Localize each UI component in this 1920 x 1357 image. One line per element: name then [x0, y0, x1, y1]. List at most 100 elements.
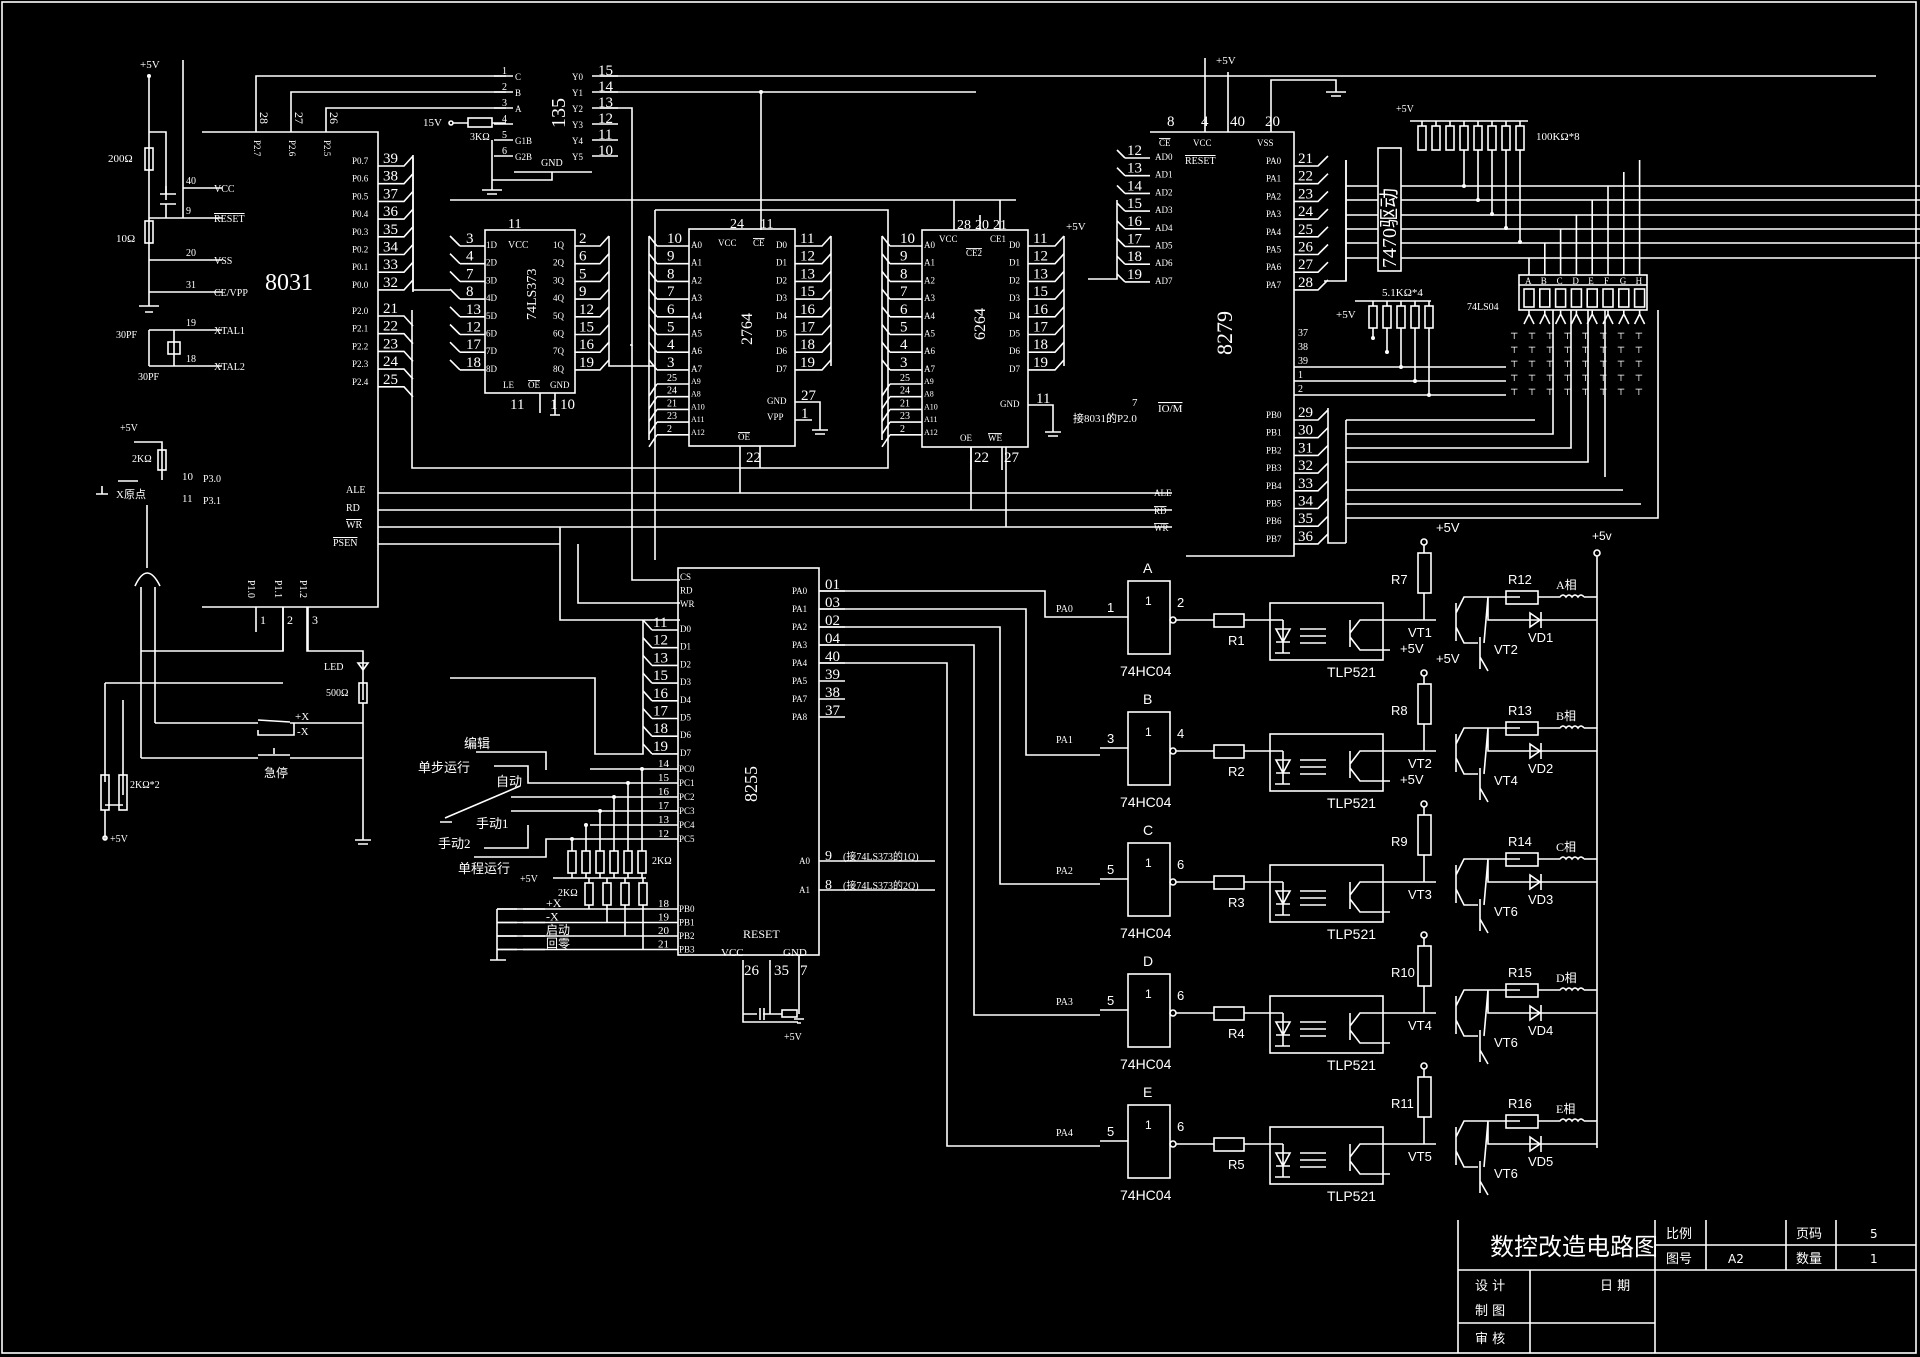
seven-seg-digit: [1539, 288, 1551, 308]
ppi-supply: +5V: [784, 1032, 803, 1043]
key-switch: ⊤: [1635, 331, 1643, 341]
pin-number: 10: [182, 471, 194, 483]
transistor-label: VT2: [1408, 756, 1432, 771]
wire: [1294, 226, 1329, 238]
key-switch: ⊤: [1563, 359, 1571, 369]
transistor-label: VT6: [1494, 904, 1518, 919]
pin-label: A1: [799, 885, 810, 895]
pin-number: 9: [579, 284, 587, 300]
pin-label: VCC: [214, 184, 235, 195]
pin-label: 5Q: [553, 311, 565, 321]
pin-label: PSEN: [333, 538, 357, 549]
wire: [378, 386, 414, 398]
inverter-bubble: [1169, 616, 1177, 624]
pin-number: 26: [327, 112, 341, 124]
pin-number: 25: [667, 373, 677, 384]
pin-number: 6: [667, 302, 675, 318]
wire: [378, 155, 414, 167]
pin-label: PC1: [679, 778, 695, 788]
resistor: [1417, 552, 1432, 594]
pin-label: A12: [691, 428, 705, 437]
wire: [642, 690, 678, 702]
gate-part: 74HC04: [1120, 1056, 1172, 1072]
pin-number: 18: [658, 898, 670, 910]
wire: [449, 270, 485, 283]
resistor: [1417, 814, 1432, 856]
wire: [1116, 273, 1150, 283]
pin-number: 38: [1298, 342, 1308, 353]
pin-number: 14: [598, 79, 614, 95]
wire: [642, 672, 678, 684]
pin-number: 9: [667, 249, 675, 265]
wire: [378, 279, 414, 291]
wire: [490, 909, 506, 961]
pin-number: 2: [1298, 384, 1303, 395]
opto-part: TLP521: [1327, 926, 1376, 942]
pin-number: 16: [1127, 214, 1143, 230]
resistor-label: R9: [1391, 834, 1408, 849]
tb-quantity-label: 数量: [1796, 1252, 1822, 1267]
wire: [759, 401, 828, 468]
resistor: [1417, 125, 1427, 151]
key-switch: ⊤: [1617, 331, 1625, 341]
ppi-name: 8255: [741, 766, 761, 802]
pin-label: P0.0: [352, 280, 369, 290]
inverter-gate: [1127, 580, 1171, 655]
wire: [642, 725, 678, 737]
transistor-label: VT1: [1408, 625, 1432, 640]
pin-label: AD0: [1155, 152, 1173, 162]
pin-number: 15: [579, 320, 594, 336]
pin-label: WR: [680, 599, 695, 609]
resistor-label: R12: [1508, 572, 1532, 587]
pin-label: VCC: [939, 234, 958, 244]
key-switch: ⊤: [1581, 345, 1589, 355]
wire: [449, 341, 485, 353]
pin-label: PB1: [679, 918, 695, 928]
pin-number: 2: [900, 424, 905, 435]
pin-label: B: [515, 88, 521, 98]
wire: [539, 393, 560, 416]
key-switch: ⊤: [1635, 359, 1643, 369]
wire: [449, 359, 485, 371]
pin-label: A: [515, 104, 522, 114]
pin-label: PC4: [679, 820, 695, 830]
wire: [795, 288, 832, 300]
pin-number: 25: [1298, 222, 1313, 238]
wire: [440, 785, 521, 823]
pin-number: 2: [1177, 595, 1184, 610]
pin-label: VSS: [214, 256, 232, 267]
wire: [1633, 310, 1646, 325]
pin-number: 4: [1201, 114, 1209, 130]
tb-date-label: 日 期: [1600, 1279, 1630, 1294]
pin-number: 10: [560, 397, 575, 413]
pin-label: WR: [346, 520, 362, 531]
pin-number: 11: [510, 397, 524, 413]
pin-label: P2.4: [352, 377, 369, 387]
input-label: PA0: [1056, 604, 1073, 615]
pin-number: 33: [383, 257, 398, 273]
pin-number: 22: [383, 319, 398, 335]
mode-label: 单步运行: [418, 760, 470, 775]
wire: [378, 190, 414, 203]
optocoupler: [1269, 602, 1384, 661]
pin-number: 1: [260, 613, 266, 627]
terminal: [1420, 1062, 1428, 1070]
pin-label: 3Q: [553, 275, 565, 285]
resistor: [1515, 125, 1525, 151]
pin-label: PB4: [1266, 481, 1282, 491]
sw-r-label-1: 2KΩ: [652, 856, 672, 867]
pin-number: 23: [900, 411, 910, 422]
pin-number: 40: [186, 176, 196, 187]
wire: [742, 955, 800, 990]
key-switch: ⊤: [1510, 373, 1518, 383]
pin-number: 17: [653, 704, 669, 720]
key-switch: ⊤: [1546, 373, 1554, 383]
pin-number: 20: [186, 248, 196, 259]
pin-number: 37: [383, 186, 399, 202]
pin-number: 17: [466, 337, 482, 353]
wire: [795, 253, 832, 265]
pin-label: Y0: [572, 72, 583, 82]
pin-label: P0.2: [352, 245, 368, 255]
